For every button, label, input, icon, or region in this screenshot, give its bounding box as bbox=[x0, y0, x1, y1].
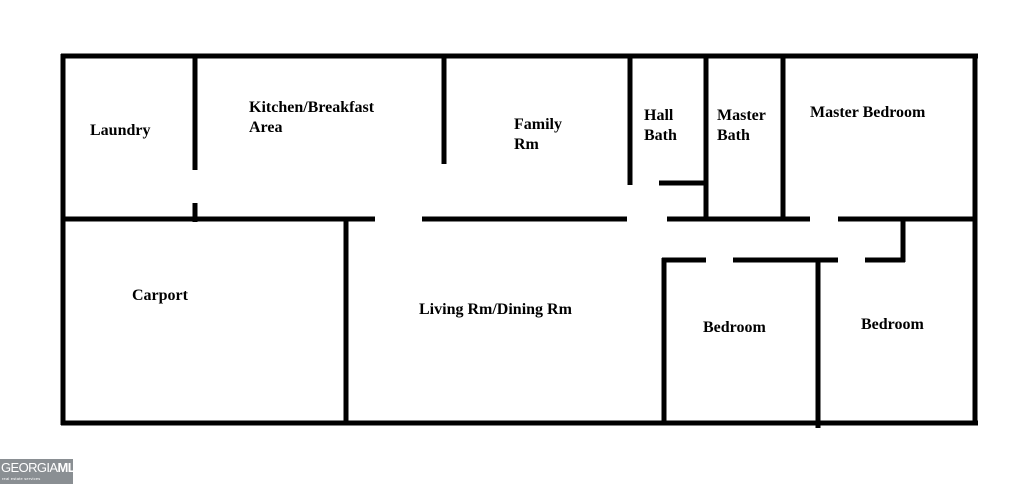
room-label-master-bedroom: Master Bedroom bbox=[810, 104, 926, 121]
room-label-family: Family Rm bbox=[514, 116, 562, 153]
georgia-mls-logo: GEORGIAMLS bbox=[1, 460, 84, 475]
room-label-hall-bath: Hall Bath bbox=[644, 107, 677, 144]
room-label-bedroom-2: Bedroom bbox=[703, 319, 766, 336]
logo-tagline: real estate services bbox=[2, 476, 41, 481]
room-label-kitchen: Kitchen/Breakfast Area bbox=[249, 99, 375, 136]
room-label-master-bath: Master Bath bbox=[717, 107, 766, 144]
room-label-living-dining: Living Rm/Dining Rm bbox=[419, 301, 572, 318]
room-label-carport: Carport bbox=[132, 287, 188, 304]
logo-text-georgia: GEORGIA bbox=[1, 460, 58, 475]
logo-text-mls: MLS bbox=[57, 460, 84, 475]
room-label-laundry: Laundry bbox=[90, 122, 151, 139]
room-label-bedroom-3: Bedroom bbox=[861, 316, 924, 333]
georgia-mls-watermark: GEORGIAMLS real estate services bbox=[0, 459, 84, 484]
